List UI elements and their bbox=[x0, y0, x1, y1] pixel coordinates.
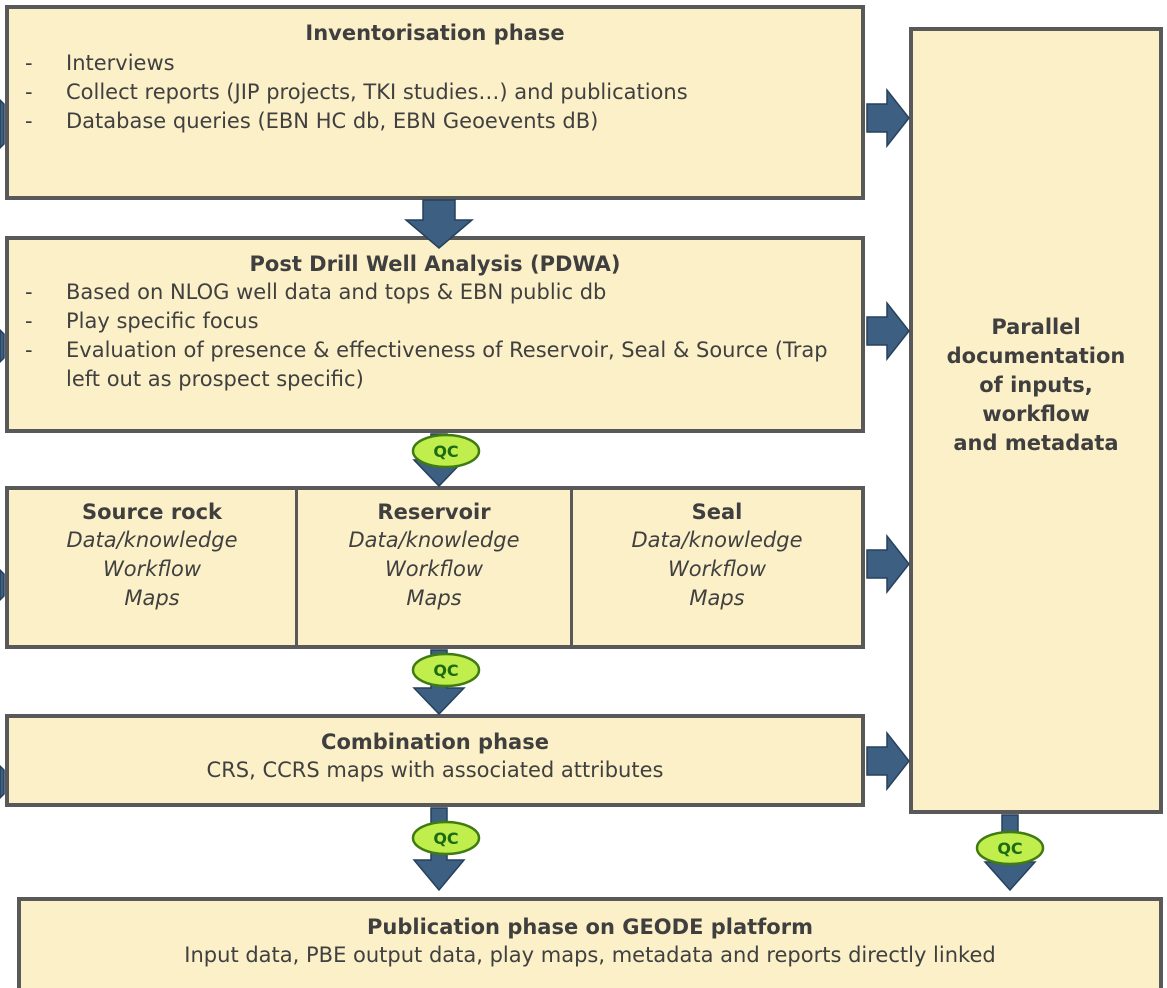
element-seal-line: Maps bbox=[689, 586, 745, 610]
element-reservoir-line: Maps bbox=[406, 586, 462, 610]
element-reservoir-line: Workflow bbox=[385, 557, 483, 581]
arrow-right-combination bbox=[866, 730, 910, 792]
qc-label: QC bbox=[433, 442, 458, 461]
element-source-rock-line: Workflow bbox=[103, 557, 201, 581]
pdwa-item-play-focus: Play specific focus bbox=[9, 307, 861, 336]
pdwa-list: Based on NLOG well data and tops & EBN p… bbox=[9, 278, 861, 394]
arrow-left-edge-inventorisation bbox=[0, 98, 5, 150]
inventorisation-item-database: Database queries (EBN HC db, EBN Geoeven… bbox=[9, 107, 861, 136]
element-reservoir: Reservoir Data/knowledge Workflow Maps bbox=[298, 490, 573, 645]
element-source-rock-line: Data/knowledge bbox=[66, 528, 238, 552]
qc-label: QC bbox=[997, 839, 1022, 858]
qc-label: QC bbox=[433, 661, 458, 680]
inventorisation-phase-box: Inventorisation phase Interviews Collect… bbox=[5, 5, 865, 200]
pdwa-item-nlog: Based on NLOG well data and tops & EBN p… bbox=[9, 278, 861, 307]
inventorisation-list: Interviews Collect reports (JIP projects… bbox=[9, 49, 861, 136]
combination-phase-box: Combination phase CRS, CCRS maps with as… bbox=[5, 714, 865, 807]
element-seal: Seal Data/knowledge Workflow Maps bbox=[573, 490, 861, 645]
element-source-rock-title: Source rock bbox=[81, 500, 223, 524]
elements-box: Source rock Data/knowledge Workflow Maps… bbox=[5, 486, 865, 649]
arrow-right-elements bbox=[866, 533, 910, 595]
publication-title: Publication phase on GEODE platform bbox=[367, 915, 813, 939]
documentation-title-line: Parallel bbox=[991, 315, 1081, 339]
element-seal-line: Workflow bbox=[668, 557, 766, 581]
inventorisation-item-interviews: Interviews bbox=[9, 49, 861, 78]
element-source-rock-line: Maps bbox=[124, 586, 180, 610]
documentation-title: Parallel documentation of inputs, workfl… bbox=[913, 313, 1159, 458]
pdwa-box: Post Drill Well Analysis (PDWA) Based on… bbox=[5, 236, 865, 433]
arrow-down-inventorisation-to-pdwa bbox=[403, 199, 475, 249]
element-seal-line: Data/knowledge bbox=[631, 528, 803, 552]
arrow-left-edge-combination bbox=[0, 764, 5, 800]
combination-title: Combination phase bbox=[321, 730, 549, 754]
documentation-title-line: workflow bbox=[982, 402, 1090, 426]
pdwa-item-evaluation: Evaluation of presence & effectiveness o… bbox=[9, 336, 861, 394]
qc-label: QC bbox=[433, 829, 458, 848]
inventorisation-title: Inventorisation phase bbox=[305, 21, 565, 45]
qc-badge-combination: QC bbox=[411, 820, 481, 856]
element-reservoir-title: Reservoir bbox=[377, 500, 491, 524]
documentation-title-line: and metadata bbox=[953, 431, 1119, 455]
arrow-left-edge-pdwa bbox=[0, 328, 5, 364]
publication-phase-box: Publication phase on GEODE platform Inpu… bbox=[17, 897, 1163, 988]
qc-badge-pdwa: QC bbox=[411, 433, 481, 469]
element-reservoir-line: Data/knowledge bbox=[348, 528, 520, 552]
pdwa-title: Post Drill Well Analysis (PDWA) bbox=[249, 252, 621, 276]
qc-badge-documentation: QC bbox=[975, 830, 1045, 866]
combination-subtitle: CRS, CCRS maps with associated attribute… bbox=[206, 758, 664, 782]
arrow-right-inventorisation bbox=[866, 87, 910, 149]
qc-badge-elements: QC bbox=[411, 652, 481, 688]
documentation-title-line: documentation bbox=[946, 344, 1126, 368]
documentation-box: Parallel documentation of inputs, workfl… bbox=[909, 27, 1163, 814]
element-source-rock: Source rock Data/knowledge Workflow Maps bbox=[9, 490, 298, 645]
publication-subtitle: Input data, PBE output data, play maps, … bbox=[184, 943, 996, 967]
arrow-left-edge-elements bbox=[0, 568, 5, 602]
documentation-title-line: of inputs, bbox=[979, 373, 1093, 397]
inventorisation-item-reports: Collect reports (JIP projects, TKI studi… bbox=[9, 78, 861, 107]
arrow-right-pdwa bbox=[866, 300, 910, 362]
element-seal-title: Seal bbox=[691, 500, 743, 524]
